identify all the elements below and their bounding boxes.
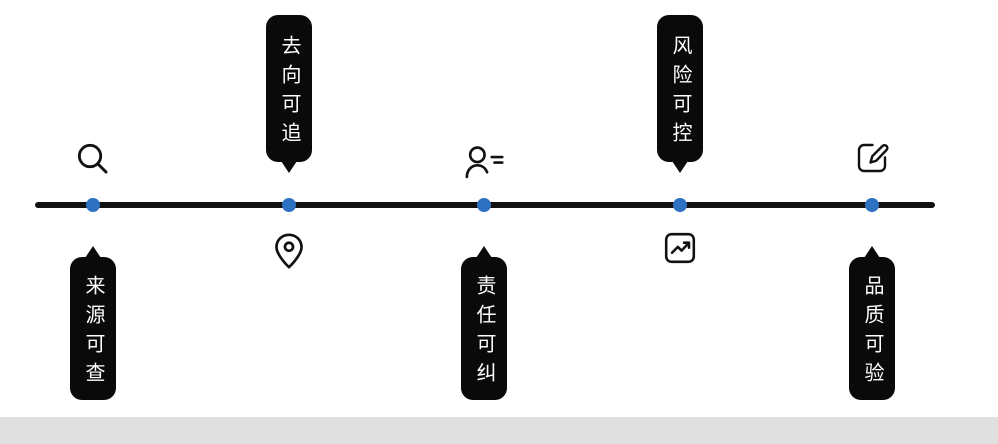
tag-pointer [476,246,492,258]
tag-label: 风险可控 [669,35,691,151]
location-pin-icon [271,232,307,270]
tag-label: 责任可纠 [473,275,495,391]
label-tag-risk: 风险可控 [657,15,703,173]
tag-pointer [281,161,297,173]
timeline-dot [477,198,491,212]
timeline-dot [673,198,687,212]
search-icon [74,140,112,178]
tag-label: 去向可追 [278,35,300,151]
label-tag-quality: 品质可验 [849,246,895,400]
tag-pointer [672,161,688,173]
tag-pointer [864,246,880,258]
label-tag-source: 来源可查 [70,246,116,400]
user-list-icon [463,144,505,180]
edit-square-icon [854,140,890,176]
label-tag-responsibility: 责任可纠 [461,246,507,400]
tag-label: 来源可查 [82,275,104,391]
tag-pointer [85,246,101,258]
tag-label: 品质可验 [861,275,883,391]
timeline-dot [865,198,879,212]
footer-bar [0,417,998,444]
timeline-dot [282,198,296,212]
label-tag-destination: 去向可追 [266,15,312,173]
line-chart-icon [663,231,697,265]
timeline-dot [86,198,100,212]
